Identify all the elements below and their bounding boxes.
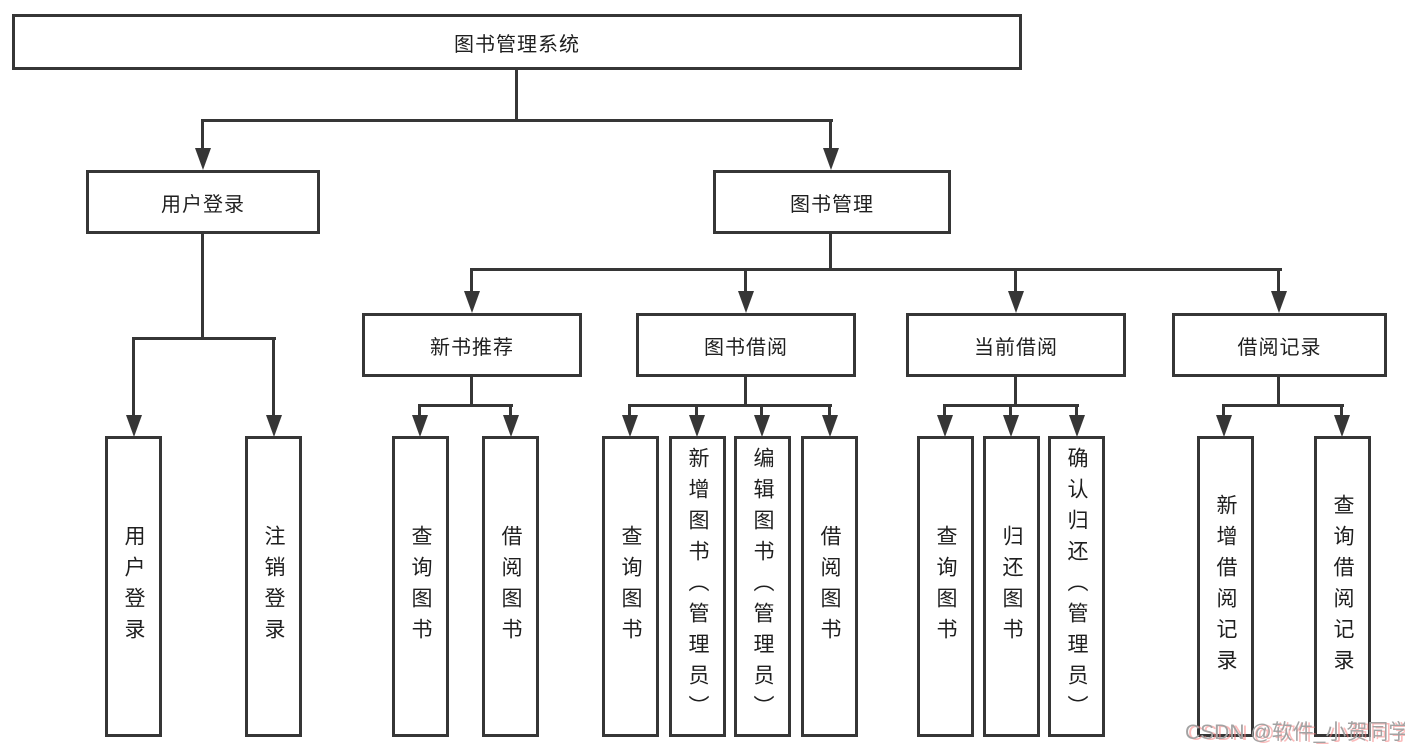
arrow-down-icon bbox=[266, 415, 282, 437]
leaf-query-books-recommend-label: 查询图书 bbox=[409, 524, 432, 649]
arrow-down-icon bbox=[1003, 415, 1019, 437]
node-book-borrowing: 图书借阅 bbox=[636, 313, 856, 377]
node-book-management-label: 图书管理 bbox=[790, 193, 874, 216]
connector-leaf-shaft bbox=[943, 404, 946, 417]
leaf-confirm-return-admin-label: 确认归还（管理员） bbox=[1065, 447, 1088, 726]
connector-l3-shaft bbox=[744, 268, 747, 295]
arrow-down-icon bbox=[503, 415, 519, 437]
connector-login-hline bbox=[132, 337, 276, 340]
node-current-borrowing-label: 当前借阅 bbox=[974, 336, 1058, 359]
connector-hline bbox=[1222, 404, 1344, 407]
arrow-down-icon bbox=[822, 415, 838, 437]
arrow-down-icon bbox=[464, 291, 480, 313]
leaf-return-books-label: 归还图书 bbox=[1000, 524, 1023, 649]
arrow-down-icon bbox=[195, 148, 211, 170]
arrow-down-icon bbox=[1334, 415, 1350, 437]
connector-leaf-shaft bbox=[1075, 404, 1078, 417]
arrow-down-icon bbox=[689, 415, 705, 437]
leaf-query-books-current: 查询图书 bbox=[917, 436, 974, 737]
leaf-add-book-admin: 新增图书（管理员） bbox=[669, 436, 726, 737]
arrow-down-icon bbox=[738, 291, 754, 313]
connector-leaf-shaft bbox=[272, 337, 275, 417]
arrow-down-icon bbox=[1271, 291, 1287, 313]
connector-leaf-shaft bbox=[695, 404, 698, 417]
connector-mgmt-vline bbox=[829, 234, 832, 271]
node-book-management: 图书管理 bbox=[713, 170, 951, 234]
leaf-edit-book-admin: 编辑图书（管理员） bbox=[734, 436, 791, 737]
connector-hline bbox=[628, 404, 832, 407]
connector-mgmt-shaft bbox=[829, 119, 832, 150]
connector-l3-shaft bbox=[1277, 268, 1280, 295]
leaf-query-books-borrowing: 查询图书 bbox=[602, 436, 659, 737]
leaf-edit-book-admin-label: 编辑图书（管理员） bbox=[751, 447, 774, 726]
node-root: 图书管理系统 bbox=[12, 14, 1022, 70]
leaf-query-borrow-record: 查询借阅记录 bbox=[1314, 436, 1371, 737]
connector-leaf-shaft bbox=[628, 404, 631, 417]
node-user-login: 用户登录 bbox=[86, 170, 320, 234]
connector-vline bbox=[470, 377, 473, 407]
leaf-return-books: 归还图书 bbox=[983, 436, 1040, 737]
arrow-down-icon bbox=[937, 415, 953, 437]
connector-login-shaft bbox=[201, 119, 204, 150]
arrow-down-icon bbox=[1216, 415, 1232, 437]
arrow-down-icon bbox=[622, 415, 638, 437]
leaf-borrow-books-borrowing: 借阅图书 bbox=[801, 436, 858, 737]
node-user-login-label: 用户登录 bbox=[161, 193, 245, 216]
connector-root-hline bbox=[201, 119, 833, 122]
node-borrowing-records: 借阅记录 bbox=[1172, 313, 1387, 377]
connector-leaf-shaft bbox=[1222, 404, 1225, 417]
leaf-query-books-current-label: 查询图书 bbox=[934, 524, 957, 649]
leaf-add-borrow-record-label: 新增借阅记录 bbox=[1214, 493, 1237, 680]
connector-leaf-shaft bbox=[509, 404, 512, 417]
arrow-down-icon bbox=[1069, 415, 1085, 437]
connector-mgmt-hline bbox=[470, 268, 1282, 271]
leaf-borrow-books-recommend: 借阅图书 bbox=[482, 436, 539, 737]
connector-leaf-shaft bbox=[418, 404, 421, 417]
connector-l3-shaft bbox=[470, 268, 473, 295]
connector-leaf-shaft bbox=[1009, 404, 1012, 417]
leaf-query-books-recommend: 查询图书 bbox=[392, 436, 449, 737]
connector-login-vline bbox=[201, 234, 204, 340]
connector-l3-shaft bbox=[1014, 268, 1017, 295]
node-new-book-recommend-label: 新书推荐 bbox=[430, 336, 514, 359]
connector-vline bbox=[1014, 377, 1017, 407]
arrow-down-icon bbox=[1008, 291, 1024, 313]
leaf-user-login-label: 用户登录 bbox=[122, 524, 145, 649]
watermark: CSDN @软件_小贺同学 bbox=[1185, 721, 1405, 744]
node-book-borrowing-label: 图书借阅 bbox=[704, 336, 788, 359]
node-new-book-recommend: 新书推荐 bbox=[362, 313, 582, 377]
connector-leaf-shaft bbox=[1340, 404, 1343, 417]
node-current-borrowing: 当前借阅 bbox=[906, 313, 1126, 377]
connector-leaf-shaft bbox=[760, 404, 763, 417]
leaf-borrow-books-borrowing-label: 借阅图书 bbox=[818, 524, 841, 649]
leaf-logout-label: 注销登录 bbox=[262, 524, 285, 649]
connector-vline bbox=[744, 377, 747, 407]
leaf-borrow-books-recommend-label: 借阅图书 bbox=[499, 524, 522, 649]
arrow-down-icon bbox=[754, 415, 770, 437]
connector-leaf-shaft bbox=[132, 337, 135, 417]
leaf-query-borrow-record-label: 查询借阅记录 bbox=[1331, 493, 1354, 680]
node-borrowing-records-label: 借阅记录 bbox=[1237, 336, 1322, 359]
leaf-query-books-borrowing-label: 查询图书 bbox=[619, 524, 642, 649]
arrow-down-icon bbox=[126, 415, 142, 437]
leaf-add-borrow-record: 新增借阅记录 bbox=[1197, 436, 1254, 737]
connector-leaf-shaft bbox=[828, 404, 831, 417]
leaf-add-book-admin-label: 新增图书（管理员） bbox=[686, 447, 709, 726]
connector-root-vline bbox=[515, 70, 518, 119]
leaf-confirm-return-admin: 确认归还（管理员） bbox=[1048, 436, 1105, 737]
leaf-logout: 注销登录 bbox=[245, 436, 302, 737]
node-root-label: 图书管理系统 bbox=[454, 33, 580, 56]
arrow-down-icon bbox=[412, 415, 428, 437]
connector-hline bbox=[418, 404, 513, 407]
leaf-user-login: 用户登录 bbox=[105, 436, 162, 737]
connector-vline bbox=[1277, 377, 1280, 407]
arrow-down-icon bbox=[823, 148, 839, 170]
